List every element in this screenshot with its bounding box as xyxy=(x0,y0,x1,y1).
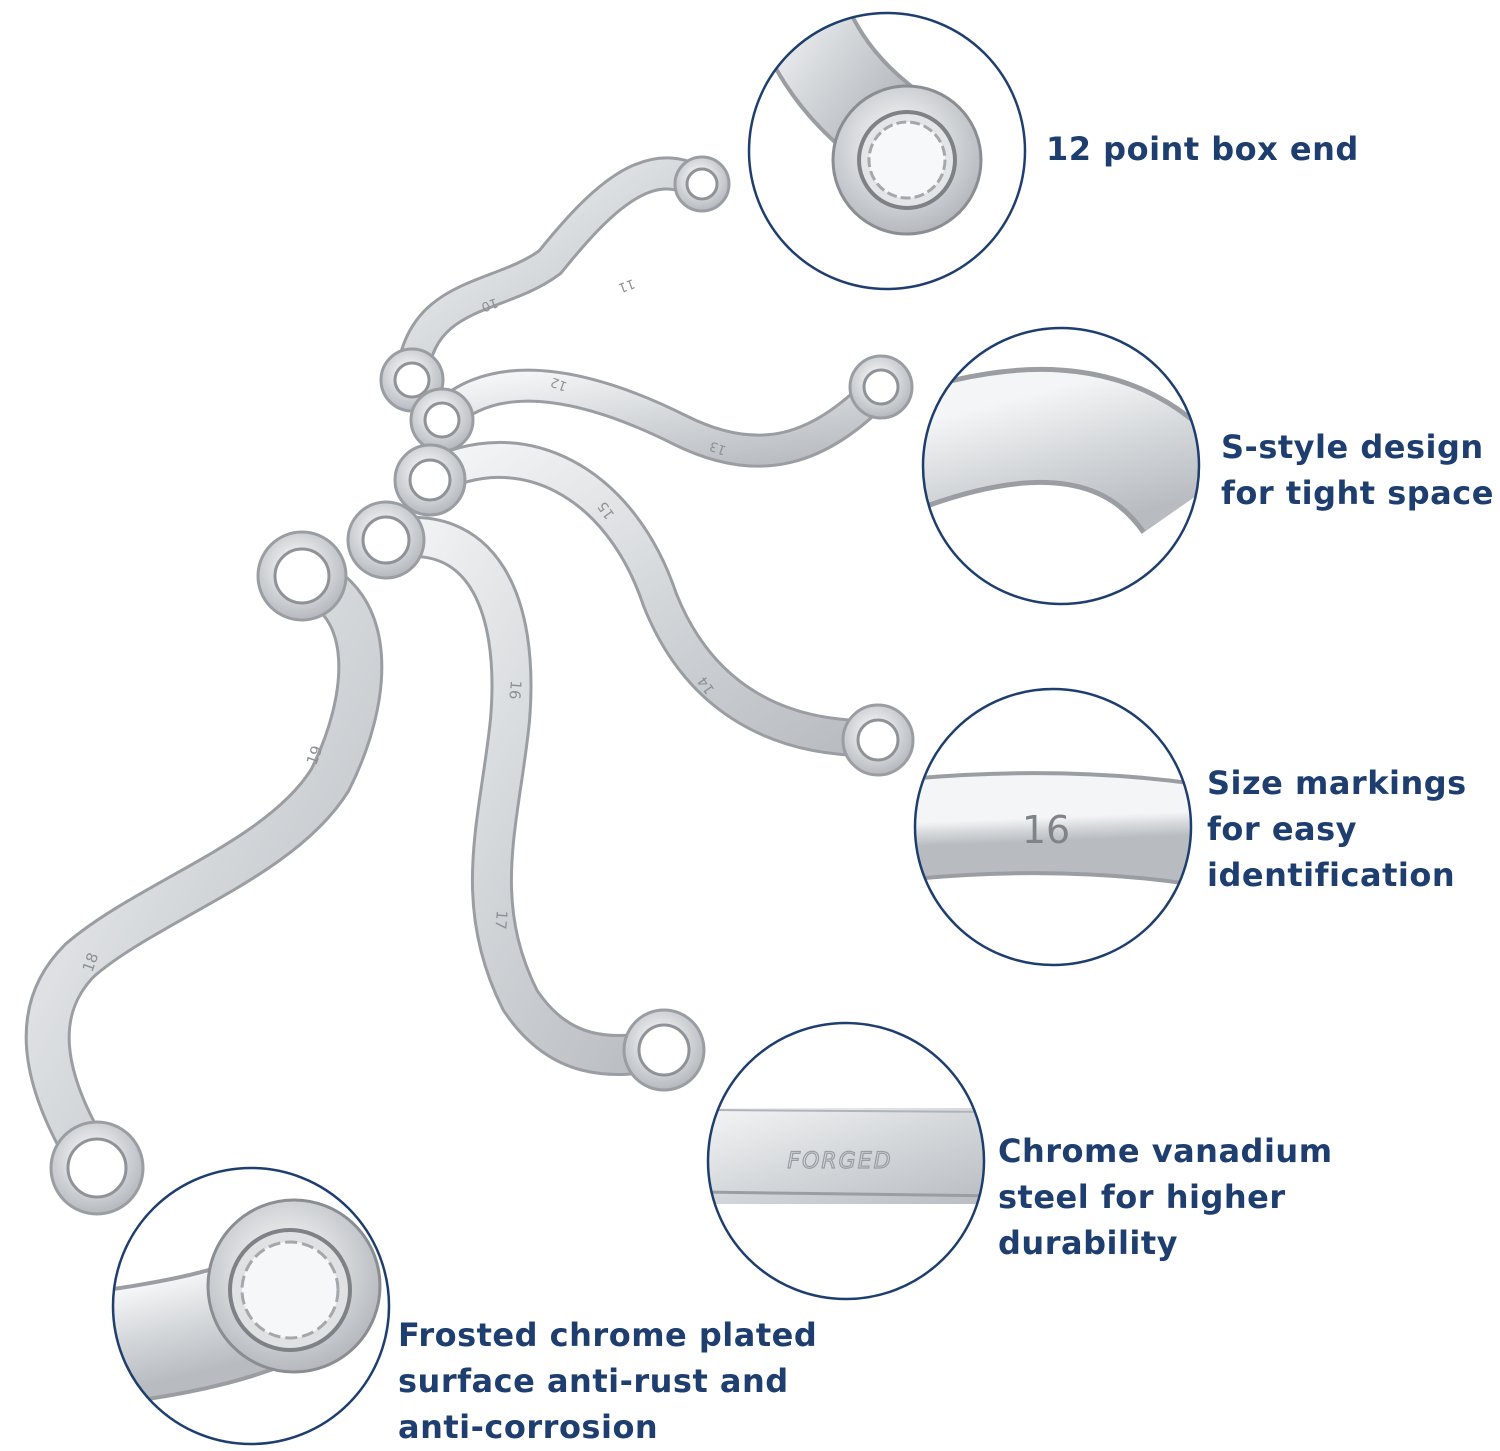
feature-label-frosted-chrome: Frosted chrome plated surface anti-rust … xyxy=(398,1316,818,1446)
detail-circle-box-end xyxy=(747,11,1027,291)
size-mark-11: 11 xyxy=(616,275,637,295)
detail-circle-size-marking: 16 xyxy=(913,687,1193,967)
detail-circle-frosted-chrome xyxy=(111,1166,391,1446)
size-mark-16: 16 xyxy=(505,680,525,701)
size-mark-13: 13 xyxy=(708,438,729,458)
wrench-16-17: 16 17 xyxy=(346,500,706,1092)
size-mark-19: 19 xyxy=(303,743,326,767)
size-marking-16-closeup: 16 xyxy=(1022,808,1070,852)
size-mark-12: 12 xyxy=(549,374,570,394)
wrench-14-15: 15 14 xyxy=(393,440,915,777)
feature-label-size-markings: Size markings for easy identification xyxy=(1207,764,1467,894)
size-mark-10: 10 xyxy=(479,294,500,314)
feature-label-chrome-vanadium: Chrome vanadium steel for higher durabil… xyxy=(998,1132,1333,1262)
detail-circle-s-style xyxy=(921,326,1201,606)
detail-circle-forged-steel: FORGED xyxy=(706,1021,986,1301)
wrench-18-19: 19 18 xyxy=(24,530,384,1216)
size-mark-17: 17 xyxy=(491,910,511,931)
forged-stamp: FORGED xyxy=(787,1149,892,1174)
wrench-10-11: 11 10 xyxy=(379,155,731,413)
size-mark-18: 18 xyxy=(79,950,102,974)
feature-label-box-end: 12 point box end xyxy=(1046,130,1359,168)
wrench-12-13: 12 13 xyxy=(409,354,914,468)
feature-label-s-style: S-style design for tight space xyxy=(1221,428,1494,512)
